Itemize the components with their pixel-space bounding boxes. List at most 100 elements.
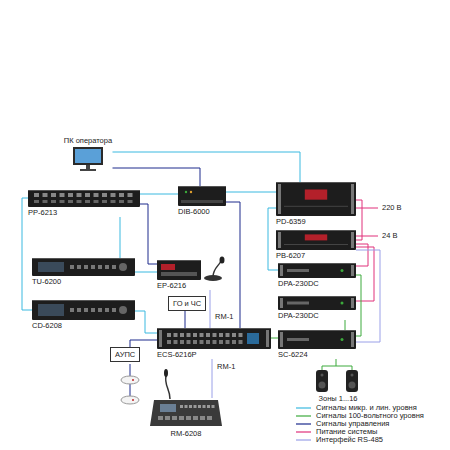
device-panel — [157, 328, 271, 349]
legend-text: Сигналы микр. и лин. уровня — [316, 403, 417, 412]
signal-wire — [120, 217, 121, 258]
channel-fader — [111, 200, 116, 203]
channel-fader — [119, 200, 124, 203]
channel-fader — [51, 200, 56, 203]
signal-wire — [113, 168, 201, 186]
box-text: ГО и ЧС — [173, 299, 201, 308]
panel-button — [77, 308, 81, 312]
top-edge — [276, 182, 356, 183]
device-body — [278, 263, 356, 278]
signal-wire — [345, 320, 346, 330]
zone-key — [219, 340, 223, 344]
rack-handle — [351, 265, 354, 276]
legend-line — [296, 428, 312, 436]
signal-wire — [210, 290, 211, 328]
device-label: ECS-6216P — [157, 350, 197, 359]
signal-wire — [135, 311, 157, 333]
rack-handle — [278, 232, 281, 248]
channel-knob — [77, 193, 82, 197]
top-edge — [278, 330, 356, 331]
mains-wire — [356, 208, 378, 209]
paging-console: RM-6208 — [150, 398, 222, 438]
speaker-cone — [319, 382, 326, 389]
signal-wire — [356, 247, 374, 301]
operator-pc: ПК оператора — [64, 136, 113, 172]
monitor-stand — [86, 165, 90, 169]
rack-handle — [280, 265, 283, 276]
vent — [284, 206, 348, 207]
speaker-symbol — [316, 370, 328, 392]
signal-line — [356, 275, 361, 336]
device-panel — [278, 296, 356, 310]
panel-strip — [181, 200, 223, 203]
channel-knob — [68, 193, 73, 197]
label-block: RM-6208 — [171, 429, 202, 438]
signal-wire — [212, 359, 213, 398]
console-key — [186, 416, 191, 420]
controller-screen — [247, 333, 259, 344]
device-label: TU-6200 — [32, 277, 61, 286]
panel-button — [84, 265, 88, 269]
panel-button — [91, 308, 95, 312]
channel-knob — [43, 193, 48, 197]
channel-fader — [68, 200, 73, 203]
zone-key — [187, 333, 191, 337]
monitor-screen — [75, 149, 101, 163]
speaker-symbol — [346, 370, 358, 392]
device-panel — [278, 330, 356, 349]
microphone-head — [164, 369, 168, 377]
speaker-wire — [322, 366, 352, 370]
zone-key — [213, 333, 217, 337]
console-key — [189, 405, 192, 408]
line-label: RM-1 — [214, 312, 234, 321]
top-edge — [278, 296, 356, 297]
signal-line — [140, 194, 178, 195]
panel-button — [105, 308, 109, 312]
device-label: RM-6208 — [171, 429, 202, 438]
microphone-head — [220, 257, 225, 264]
voltage-label: 24 В — [381, 231, 398, 240]
legend-sample — [296, 423, 311, 424]
signal-wire — [113, 152, 301, 182]
signal-wire — [226, 192, 276, 193]
lcd — [38, 262, 64, 272]
zone-label: Зоны 1...16 — [317, 394, 358, 403]
device-body — [32, 300, 135, 320]
power-device: PD-6359 — [276, 182, 356, 226]
zone-key — [239, 333, 243, 337]
zone-key — [200, 340, 204, 344]
label-block: PP-6213 — [28, 208, 57, 217]
rack-handle — [280, 332, 283, 347]
speaker-cone — [349, 382, 356, 389]
monitor-icon — [70, 146, 106, 172]
controller-device: ECS-6216P — [157, 328, 271, 359]
lcd — [38, 304, 64, 316]
zone-key — [206, 340, 210, 344]
device-panel — [28, 190, 140, 207]
gooseneck — [213, 261, 221, 277]
legend-text: Питание системы — [316, 427, 377, 436]
console-key — [185, 405, 188, 408]
legend-sample — [296, 439, 311, 440]
signal-line — [212, 359, 213, 398]
signal-wire — [356, 275, 361, 336]
zone-key — [167, 333, 171, 337]
legend-line — [296, 404, 312, 412]
label-block: PB-6207 — [276, 251, 305, 260]
rack-handle — [280, 298, 283, 308]
console-key — [212, 405, 215, 408]
device-label: CD-6208 — [32, 321, 62, 330]
device-label: PB-6207 — [276, 251, 305, 260]
status-led — [190, 191, 192, 193]
signal-wire — [130, 340, 157, 347]
power-led — [341, 269, 344, 272]
legend-sample — [296, 415, 311, 416]
device-body — [276, 230, 356, 250]
rack-handle — [159, 330, 162, 347]
top-edge — [28, 190, 140, 191]
zone-key — [174, 340, 178, 344]
device-panel — [178, 186, 226, 206]
signal-line — [135, 311, 157, 333]
